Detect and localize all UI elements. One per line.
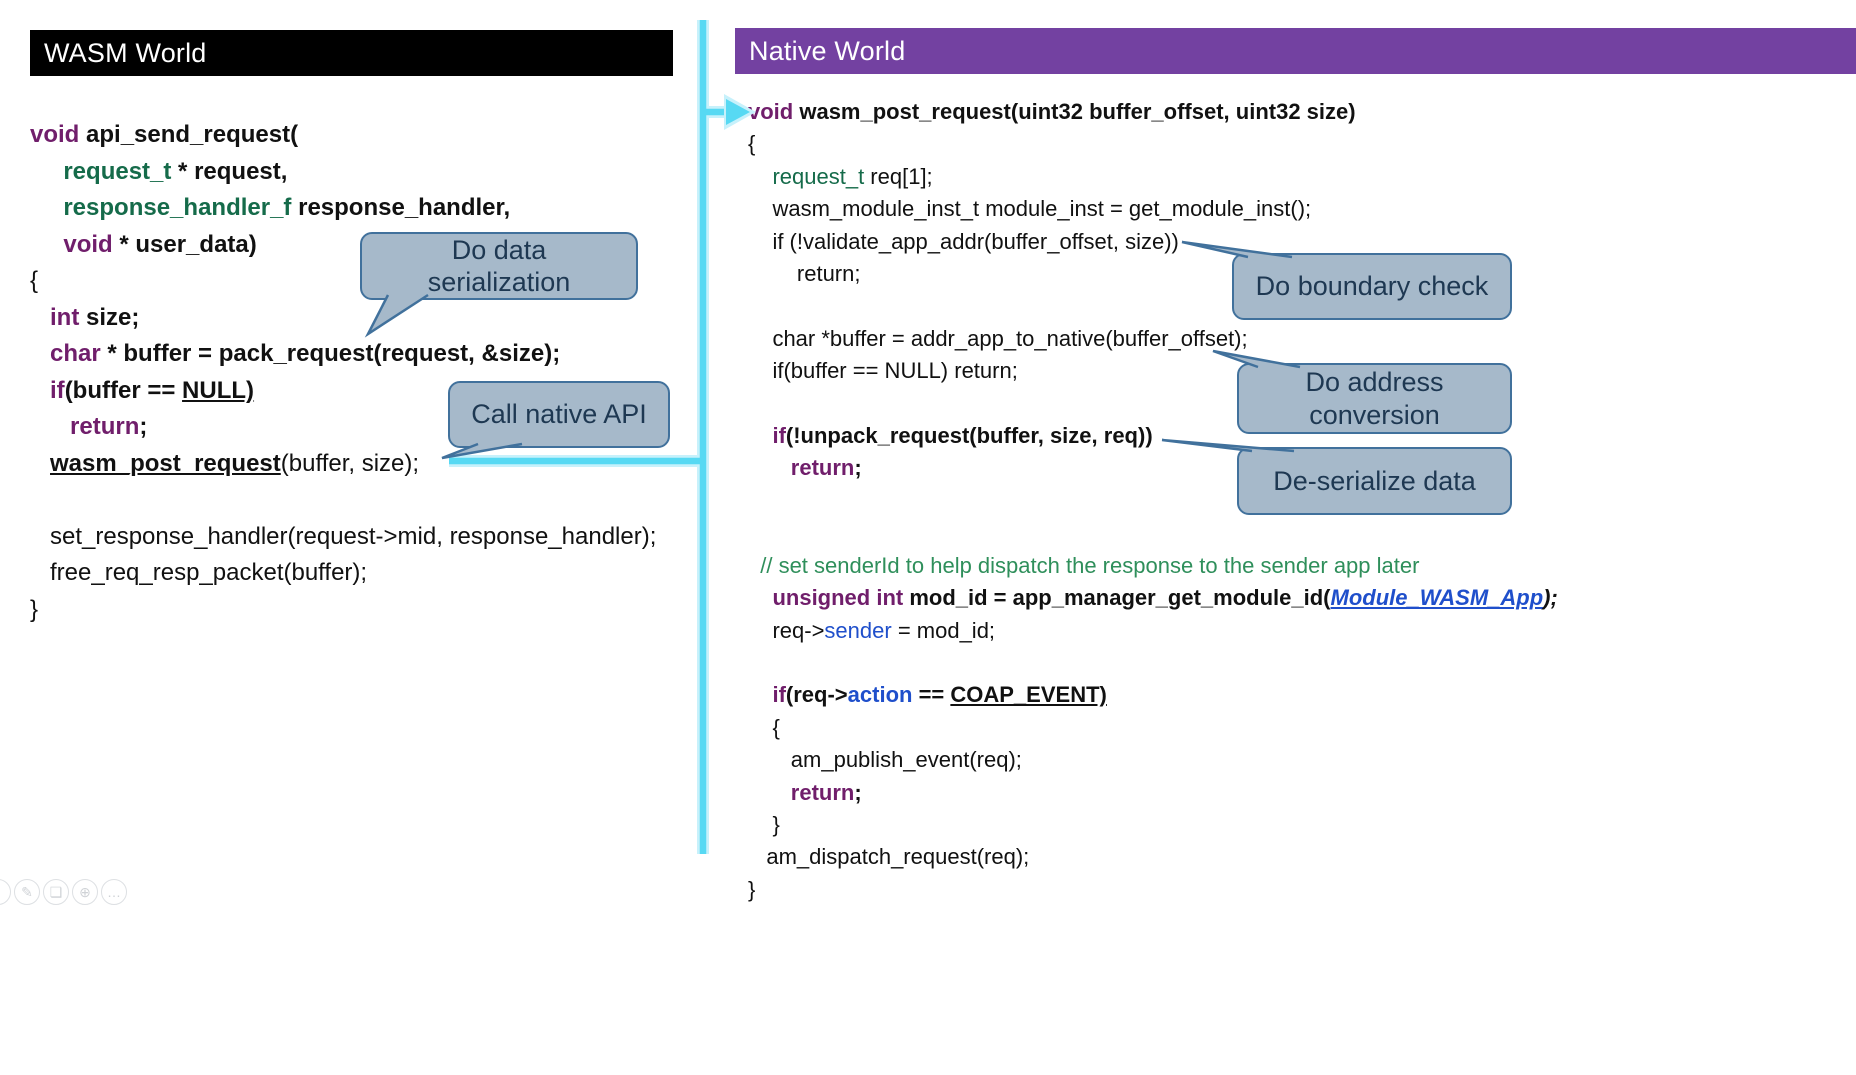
- code-line: char * buffer = pack_request(request, &s…: [50, 340, 561, 367]
- code-line: // set senderId to help dispatch the res…: [760, 552, 1420, 578]
- callout-label: Do boundary check: [1255, 271, 1489, 302]
- code-line: {: [748, 131, 756, 157]
- code-line: [748, 517, 1558, 549]
- arrowhead: [726, 99, 750, 125]
- code-line: }: [748, 876, 756, 902]
- callout-do-boundary-check: Do boundary check: [1232, 253, 1512, 320]
- code-line: free_req_resp_packet(buffer);: [30, 559, 368, 586]
- wasm-world-title: WASM World: [44, 37, 207, 68]
- code-line: [30, 482, 656, 519]
- code-line: set_response_handler(request->mid, respo…: [30, 522, 657, 550]
- code-line: if(req->action == COAP_EVENT): [772, 682, 1107, 708]
- pen-tool-icon[interactable]: ✎: [14, 879, 40, 905]
- callout-do-address-conversion: Do address conversion: [1237, 363, 1512, 434]
- code-line: return;: [70, 413, 148, 440]
- code-line: }: [30, 595, 39, 623]
- code-line: }: [748, 811, 780, 837]
- code-line: req->sender = mod_id;: [748, 617, 996, 643]
- presenter-toolbar: ✎ ❏ ⊕ …: [0, 879, 127, 905]
- code-line: void wasm_post_request(uint32 buffer_off…: [748, 99, 1356, 124]
- native-world-title: Native World: [749, 35, 906, 66]
- code-line: wasm_module_inst_t module_inst = get_mod…: [748, 196, 1312, 222]
- presenter-control-icon[interactable]: [0, 879, 11, 905]
- code-line: wasm_post_request(buffer, size);: [50, 449, 420, 477]
- code-line: am_publish_event(req);: [748, 747, 1022, 773]
- code-line: if(buffer == NULL) return;: [748, 358, 1018, 384]
- code-line: int size;: [50, 303, 140, 331]
- callout-de-serialize-data: De-serialize data: [1237, 447, 1512, 515]
- code-line: char *buffer = addr_app_to_native(buffer…: [748, 325, 1248, 351]
- native-code-block: void wasm_post_request(uint32 buffer_off…: [748, 96, 1558, 906]
- code-line: void * user_data): [63, 230, 257, 258]
- wasm-code-block: void api_send_request( request_t * reque…: [30, 117, 656, 628]
- code-line: if(!unpack_request(buffer, size, req)): [772, 423, 1153, 449]
- duplicate-slide-icon[interactable]: ❏: [43, 879, 69, 905]
- more-options-icon[interactable]: …: [101, 879, 127, 905]
- code-line: response_handler_f response_handler,: [63, 194, 511, 221]
- wasm-world-header: WASM World: [30, 30, 673, 76]
- callout-call-native-api: Call native API: [448, 381, 670, 448]
- callout-do-data-serialization: Do data serialization: [360, 232, 638, 300]
- callout-label: Call native API: [471, 399, 647, 430]
- code-line: request_t * request,: [63, 157, 288, 185]
- code-line: [748, 647, 1558, 679]
- code-line: request_t req[1];: [772, 163, 933, 189]
- callout-label: De-serialize data: [1273, 465, 1476, 496]
- callout-label: Do address conversion: [1305, 367, 1444, 430]
- zoom-icon[interactable]: ⊕: [72, 879, 98, 905]
- code-line: if(buffer == NULL): [50, 376, 255, 404]
- code-line: unsigned int mod_id = app_manager_get_mo…: [772, 585, 1558, 611]
- code-line: return;: [790, 779, 862, 805]
- code-line: void api_send_request(: [30, 121, 299, 148]
- code-line: am_dispatch_request(req);: [748, 844, 1030, 870]
- code-line: return;: [748, 261, 861, 287]
- code-line: {: [30, 267, 39, 294]
- code-line: return;: [790, 455, 862, 481]
- code-line: if (!validate_app_addr(buffer_offset, si…: [748, 228, 1179, 254]
- code-line: {: [748, 714, 780, 740]
- callout-label: Do data serialization: [427, 234, 571, 297]
- native-world-header: Native World: [735, 28, 1856, 74]
